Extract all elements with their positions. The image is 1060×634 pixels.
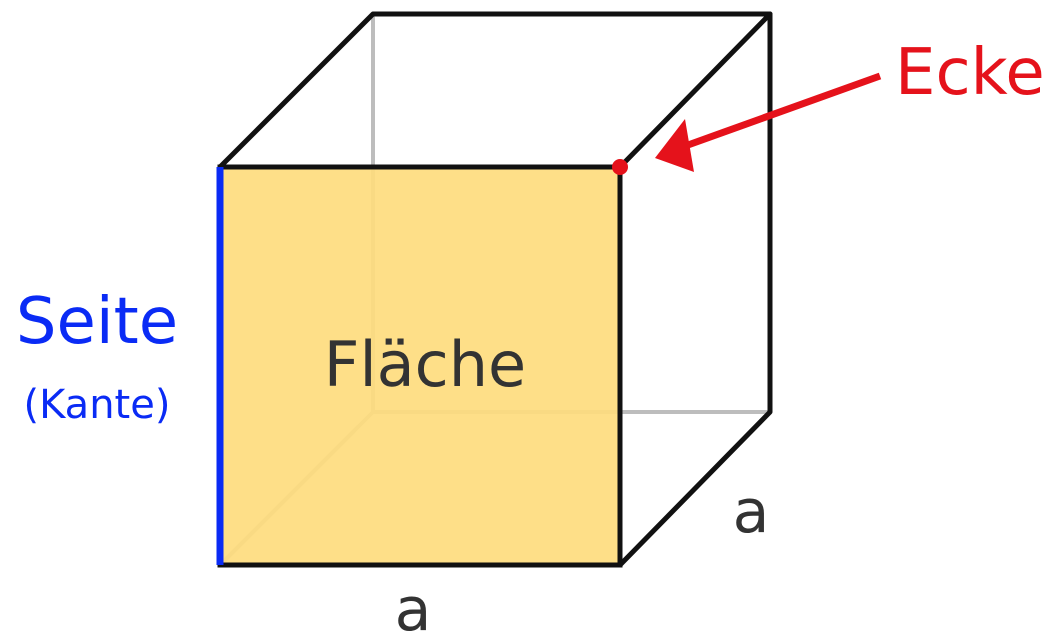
face-label: Fläche	[324, 328, 526, 401]
side-depth-label: a	[733, 477, 770, 547]
side-bottom-label: a	[395, 575, 432, 634]
visible-edges	[217, 11, 773, 568]
edge-label: Seite	[16, 285, 178, 359]
corner-label: Ecke	[895, 36, 1045, 110]
front-face	[217, 164, 623, 568]
edge-alt-label: (Kante)	[24, 382, 171, 428]
corner-dot	[612, 159, 628, 175]
corner-arrow-head	[655, 119, 694, 172]
corner-arrow	[655, 72, 882, 172]
right-face-outline	[617, 11, 773, 568]
top-face-outline	[217, 11, 773, 170]
corner-arrow-shaft	[686, 72, 882, 149]
